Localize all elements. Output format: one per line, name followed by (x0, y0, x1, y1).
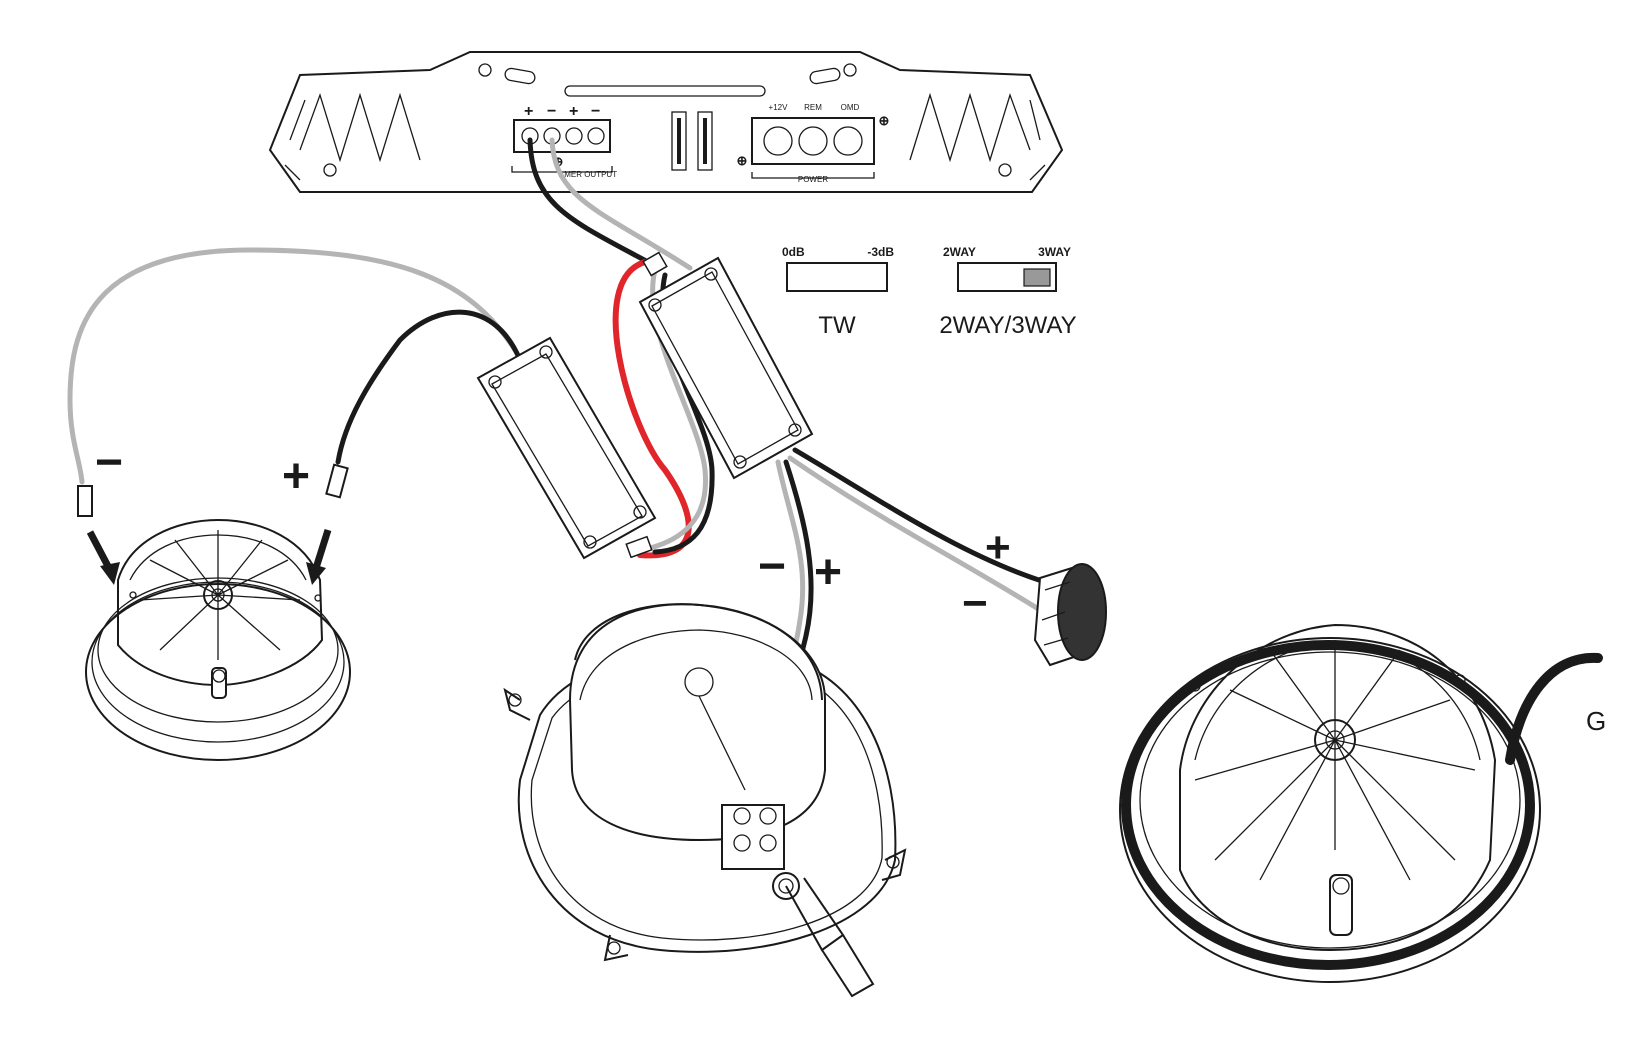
grille-cable (1505, 652, 1603, 765)
way-switch-knob (1023, 268, 1051, 287)
power-terminal-rem (798, 126, 828, 156)
amp-terminal-sign-2: − (547, 103, 556, 120)
power-label-rem: REM (804, 103, 822, 112)
svg-text:⊕: ⊕ (879, 113, 890, 128)
power-label-omd: OMD (841, 103, 860, 112)
midrange-minus-sign: − (95, 436, 123, 489)
midrange-plus-sign: + (282, 450, 310, 503)
tw-switch-body (786, 262, 888, 292)
grille-mount-clip (1329, 874, 1353, 936)
grille-label: G (1586, 706, 1606, 736)
amp-rca-inputs (671, 111, 713, 171)
midrange-spokes (139, 530, 301, 660)
midrange-plus-arrow (312, 528, 332, 570)
power-terminal-omd (833, 126, 863, 156)
amplifier: + − + − AMER OUTPUT ⊕ +12V REM OMD POWER (268, 51, 1064, 193)
amp-terminal-3 (565, 127, 583, 145)
svg-text:⊕: ⊕ (737, 153, 748, 168)
tweeter-plus-sign: + (985, 523, 1011, 572)
midrange-mount-clip (211, 667, 227, 699)
woofer-tab-right (881, 848, 907, 881)
midrange-black-wire (335, 309, 523, 465)
crossover-box-1 (638, 251, 814, 480)
tweeter: + − (962, 523, 1107, 667)
power-label-12v: +12V (769, 103, 789, 112)
woofer-tab-bottom (603, 934, 629, 962)
crossover-box-2 (476, 336, 657, 560)
amp-terminal-4 (587, 127, 605, 145)
amp-to-crossover-black-wire (527, 137, 651, 265)
way-switch-caption: 2WAY/3WAY (939, 312, 1076, 339)
amp-to-crossover-grey-wire (549, 137, 693, 271)
way-switch-left-label: 2WAY (943, 245, 976, 259)
midrange-plus-connector (325, 463, 349, 499)
tweeter-grey-wire (787, 455, 1043, 613)
woofer-minus-sign: − (758, 540, 786, 593)
amp-terminal-sign-3: + (569, 103, 578, 120)
woofer-terminal-block (721, 804, 785, 870)
woofer-plus-sign: + (814, 546, 842, 599)
tw-switch-right-label: -3dB (867, 245, 894, 259)
tweeter-black-wire (792, 447, 1048, 585)
tw-switch-caption: TW (818, 312, 856, 339)
amp-terminal-sign-1: + (524, 103, 533, 120)
midrange-speaker: − + (77, 436, 351, 761)
amp-top-slot (564, 85, 766, 97)
power-terminal-12v (763, 126, 793, 156)
midrange-grey-wire (67, 247, 518, 485)
way-switch-right-label: 3WAY (1038, 245, 1071, 259)
grille-speaker: G (1119, 623, 1606, 983)
crossover-2-connector (625, 535, 653, 559)
amp-output-label: AMER OUTPUT (559, 170, 617, 179)
tweeter-minus-sign: − (962, 579, 988, 628)
amp-terminal-sign-4: − (591, 103, 600, 120)
grille-spokes (1194, 640, 1476, 881)
tw-switch: 0dB -3dB TW (782, 245, 894, 339)
grille-ring (1121, 640, 1535, 970)
heatsink-right (909, 92, 1046, 181)
way-switch: 2WAY 3WAY 2WAY/3WAY (939, 245, 1076, 339)
heatsink-left (284, 92, 421, 181)
midrange-minus-arrow (86, 530, 114, 572)
power-label: POWER (798, 175, 828, 184)
woofer-speaker: − + (503, 540, 907, 998)
tw-switch-left-label: 0dB (782, 245, 805, 259)
wires (67, 137, 1048, 813)
screwdriver (772, 872, 875, 998)
crossover-1-connector (642, 251, 668, 277)
midrange-minus-connector (77, 485, 93, 517)
tweeter-grille (1057, 563, 1107, 661)
amp-power-terminal: +12V REM OMD POWER ⊕ ⊕ (737, 103, 890, 184)
